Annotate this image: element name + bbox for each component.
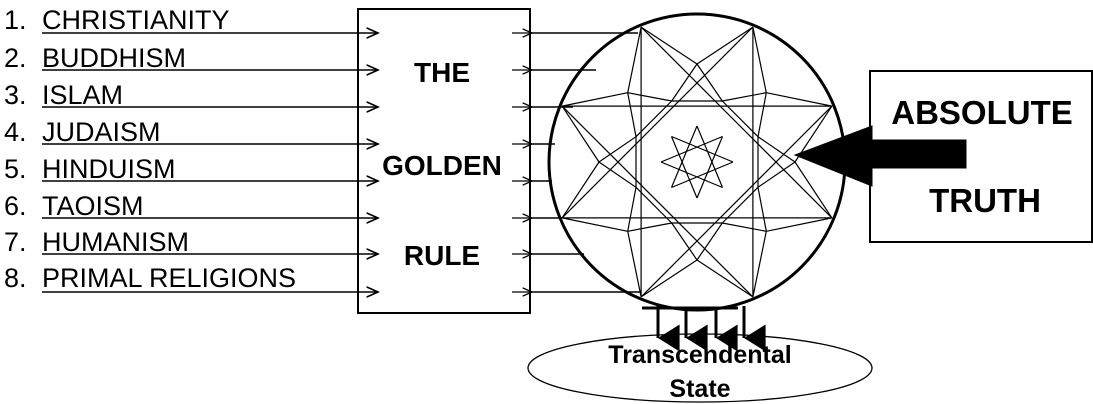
- down-arrows: [642, 304, 744, 338]
- star-spoke-line: [766, 218, 832, 231]
- star-spoke-line: [641, 27, 697, 64]
- religion-number: 8.: [4, 263, 27, 293]
- religion-name: CHRISTIANITY: [42, 5, 230, 35]
- religion-number: 3.: [4, 80, 27, 110]
- star-inner-line: [758, 93, 766, 137]
- star-spoke-line: [628, 27, 641, 93]
- star-spoke-line: [641, 260, 697, 297]
- religion-item-3: 3. ISLAM: [4, 80, 123, 110]
- rule-word-rule: RULE: [404, 240, 480, 271]
- state-label: State: [669, 375, 730, 403]
- religion-name: HUMANISM: [42, 227, 189, 257]
- star-outer-line: [562, 27, 753, 218]
- star-spoke-line: [628, 231, 641, 297]
- star-inner-line: [628, 187, 636, 231]
- transcendental-state: Transcendental State: [528, 334, 872, 403]
- star-spoke-line: [562, 162, 599, 218]
- star-outer-line: [641, 27, 832, 218]
- star-inner-line: [628, 93, 636, 137]
- religion-number: 2.: [4, 43, 27, 73]
- religion-name: PRIMAL RELIGIONS: [42, 263, 296, 293]
- religion-item-8: 8. PRIMAL RELIGIONS: [4, 263, 296, 293]
- religion-number: 7.: [4, 227, 27, 257]
- religion-name: TAOISM: [42, 191, 144, 221]
- star-spoke-line: [753, 231, 766, 297]
- star-spoke-line: [562, 93, 628, 106]
- religion-item-7: 7. HUMANISM: [4, 227, 189, 257]
- rule-word-golden: GOLDEN: [382, 150, 502, 181]
- star-spoke-line: [766, 93, 832, 106]
- output-arrows: [512, 33, 640, 292]
- transcendental-label: Transcendental: [608, 341, 791, 369]
- star-spoke-line: [697, 27, 753, 64]
- religion-name: BUDDHISM: [42, 43, 186, 73]
- golden-rule-box: THE GOLDEN RULE: [358, 9, 530, 313]
- star-polygon-lines: [562, 27, 832, 297]
- star-inner-line: [722, 93, 766, 101]
- religion-item-5: 5. HINDUISM: [4, 154, 176, 184]
- star-inner-line: [628, 93, 672, 101]
- rule-word-the: THE: [414, 57, 470, 88]
- star-inner-line: [722, 223, 766, 231]
- religion-item-6: 6. TAOISM: [4, 191, 144, 221]
- star-spoke-line: [697, 260, 753, 297]
- star-spoke-line: [753, 27, 766, 93]
- star-inner-line: [628, 223, 672, 231]
- religion-item-4: 4. JUDAISM: [4, 117, 161, 147]
- religion-name: ISLAM: [42, 80, 123, 110]
- star-outer-line: [562, 106, 753, 297]
- absolute-label: ABSOLUTE: [891, 94, 1073, 131]
- religion-list: 1. CHRISTIANITY 2. BUDDHISM 3. ISLAM 4. …: [4, 5, 296, 293]
- religion-number: 1.: [4, 5, 27, 35]
- star-outer-line: [641, 106, 832, 297]
- star-spoke-line: [562, 106, 599, 162]
- religion-item-2: 2. BUDDHISM: [4, 43, 186, 73]
- religion-name: HINDUISM: [42, 154, 176, 184]
- star-figure: [549, 14, 845, 310]
- religion-number: 6.: [4, 191, 27, 221]
- star-spoke-line: [562, 218, 628, 231]
- truth-circle: [549, 14, 845, 310]
- religion-number: 5.: [4, 154, 27, 184]
- religion-item-1: 1. CHRISTIANITY: [4, 5, 230, 35]
- religion-name: JUDAISM: [42, 117, 161, 147]
- star-spoke-line: [795, 162, 832, 218]
- religion-number: 4.: [4, 117, 27, 147]
- absolute-truth-box: ABSOLUTE TRUTH: [795, 71, 1092, 242]
- star-inner-line: [758, 187, 766, 231]
- truth-label: TRUTH: [929, 182, 1041, 219]
